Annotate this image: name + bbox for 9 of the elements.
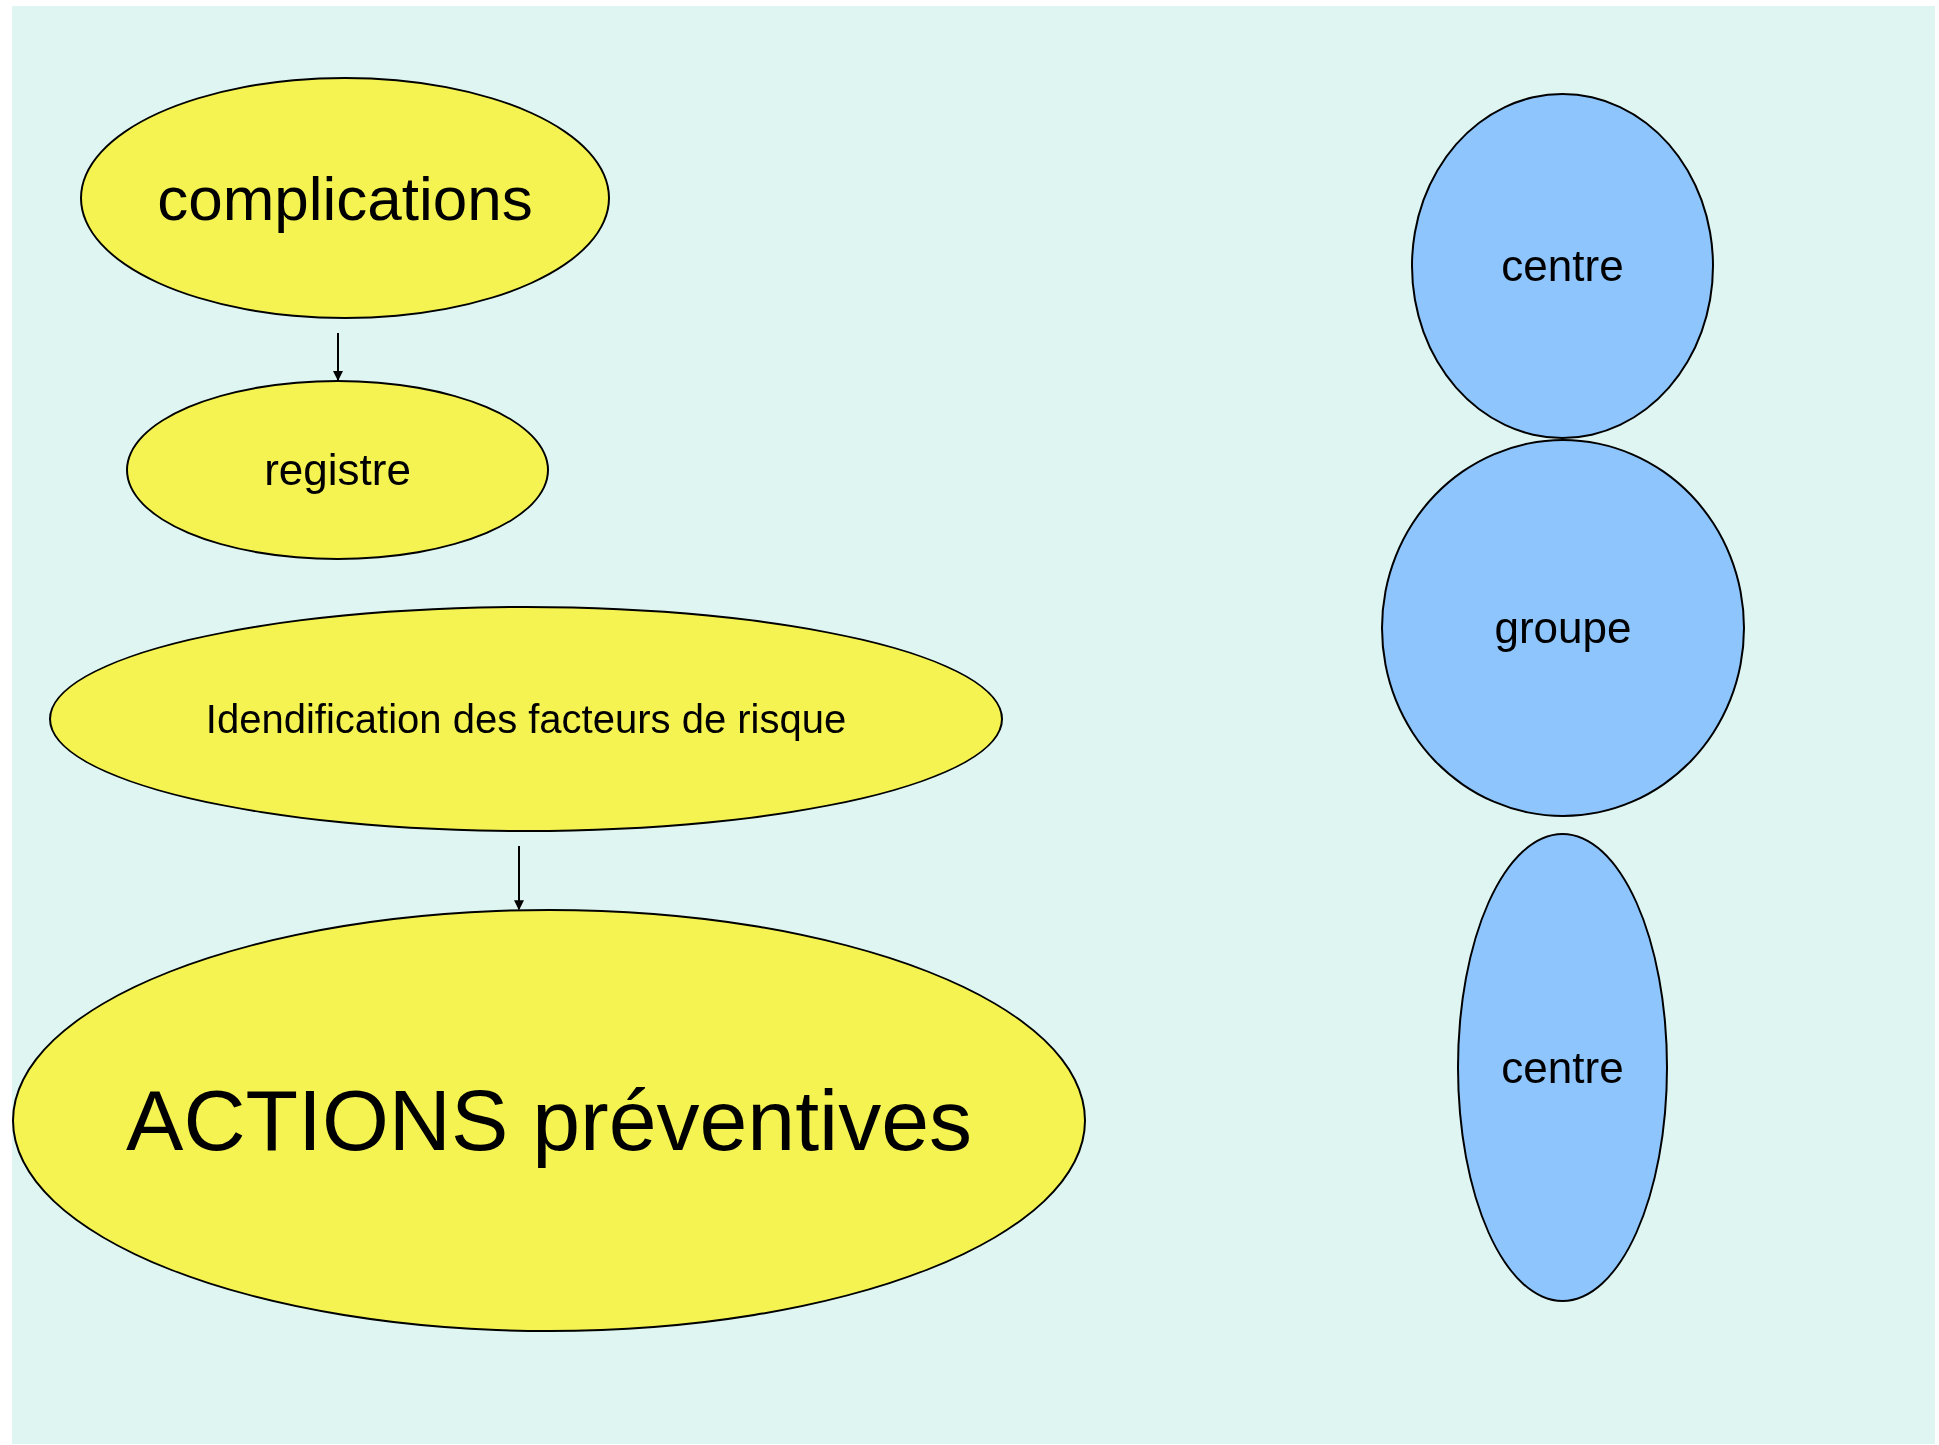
node-label: Idendification des facteurs de risque bbox=[204, 696, 848, 743]
node-label: registre bbox=[263, 444, 412, 496]
node-label: groupe bbox=[1493, 602, 1633, 654]
node-label: centre bbox=[1500, 1041, 1625, 1094]
arrow bbox=[333, 331, 343, 381]
node-label: complications bbox=[156, 162, 534, 235]
node-label: centre bbox=[1500, 240, 1625, 292]
arrow bbox=[514, 845, 524, 911]
node-label: ACTIONS préventives bbox=[125, 1073, 973, 1168]
